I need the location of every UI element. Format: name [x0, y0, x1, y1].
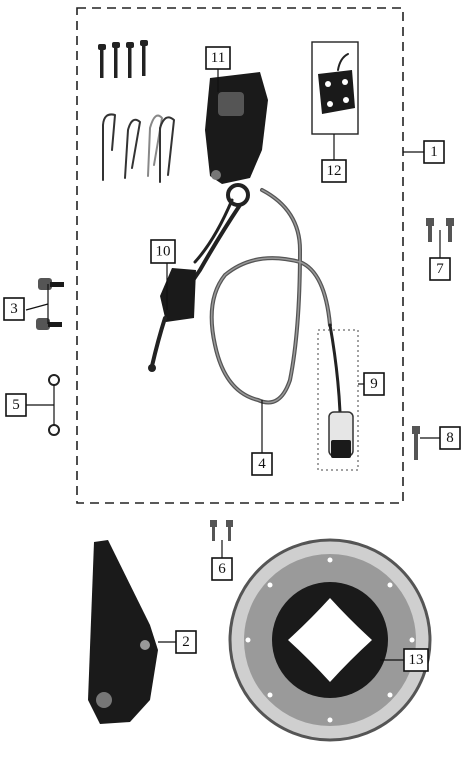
- fluid-reservoir: [328, 323, 354, 458]
- callout-2: 2: [175, 630, 197, 654]
- callout-11: 11: [205, 46, 231, 70]
- reservoir-frame: [317, 329, 359, 471]
- callout-9-label: 9: [370, 376, 378, 392]
- callout-11-label: 11: [211, 50, 225, 66]
- callout-5: 5: [5, 393, 27, 417]
- callout-6: 6: [211, 557, 233, 581]
- callout-7-label: 7: [436, 261, 444, 277]
- callout-3: 3: [3, 297, 25, 321]
- callout-7: 7: [429, 257, 451, 281]
- brake-disc: [228, 538, 432, 742]
- callout-1-label: 1: [430, 144, 438, 160]
- callout-10-label: 10: [156, 244, 171, 260]
- callout-9: 9: [363, 372, 385, 396]
- callout-8: 8: [439, 426, 461, 450]
- screw-set: [98, 40, 148, 78]
- callout-13-label: 13: [409, 652, 424, 668]
- caliper-bracket: [88, 540, 158, 724]
- callout-6-label: 6: [218, 561, 226, 577]
- callout-1: 1: [423, 140, 445, 164]
- assembly-frame: [76, 7, 404, 504]
- callout-12: 12: [321, 159, 347, 183]
- pad-plate-detail: [311, 41, 359, 135]
- bolt-pair-bottom: [210, 520, 233, 541]
- callout-4: 4: [251, 452, 273, 476]
- bolt-pair: [36, 278, 64, 330]
- callout-4-label: 4: [258, 456, 266, 472]
- callout-13: 13: [403, 648, 429, 672]
- callout-2-label: 2: [182, 634, 190, 650]
- single-bolt: [412, 426, 420, 460]
- switch-wire-harness: [148, 198, 242, 372]
- callout-3-label: 3: [10, 301, 18, 317]
- callout-5-label: 5: [12, 397, 20, 413]
- callout-8-label: 8: [446, 430, 454, 446]
- bolt-pair-right: [426, 218, 454, 242]
- brake-hose: [209, 188, 332, 405]
- callout-10: 10: [150, 239, 176, 264]
- brake-caliper: [205, 72, 268, 207]
- leader-lines: [21, 69, 441, 661]
- callout-12-label: 12: [327, 163, 342, 179]
- spring-clips: [102, 113, 175, 183]
